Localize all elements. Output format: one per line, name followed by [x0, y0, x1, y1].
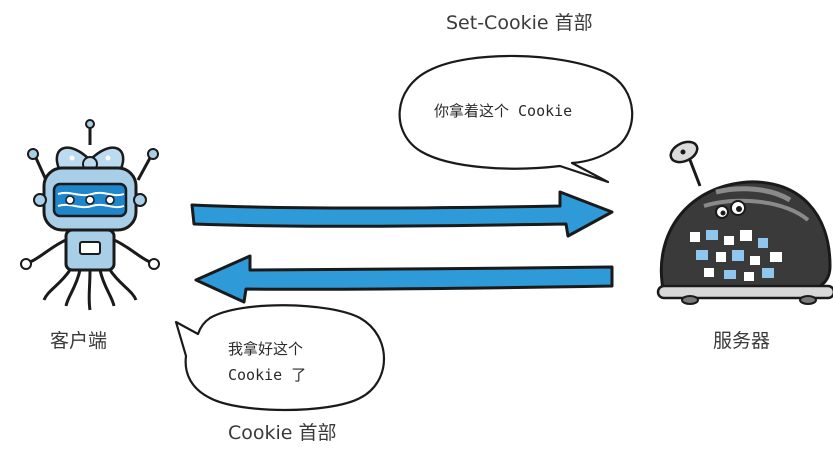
- client-speech-bubble: [174, 304, 385, 412]
- cookie-header-label: Cookie 首部: [228, 422, 337, 444]
- server-bubble-text: 你拿着这个 Cookie: [434, 102, 573, 120]
- request-arrow: [190, 190, 614, 238]
- client-robot-icon: [20, 119, 160, 311]
- server-label: 服务器: [713, 330, 771, 352]
- set-cookie-header-label: Set-Cookie 首部: [446, 12, 593, 34]
- server-speech-bubble: [398, 54, 634, 184]
- client-bubble-text-line1: 我拿好这个: [228, 340, 304, 358]
- client-label: 客户端: [50, 330, 108, 352]
- response-arrow: [194, 254, 614, 304]
- server-robot-icon: [656, 140, 833, 305]
- antenna-dish-icon: [669, 140, 702, 187]
- client-bubble-text-line2: Cookie 了: [228, 366, 307, 384]
